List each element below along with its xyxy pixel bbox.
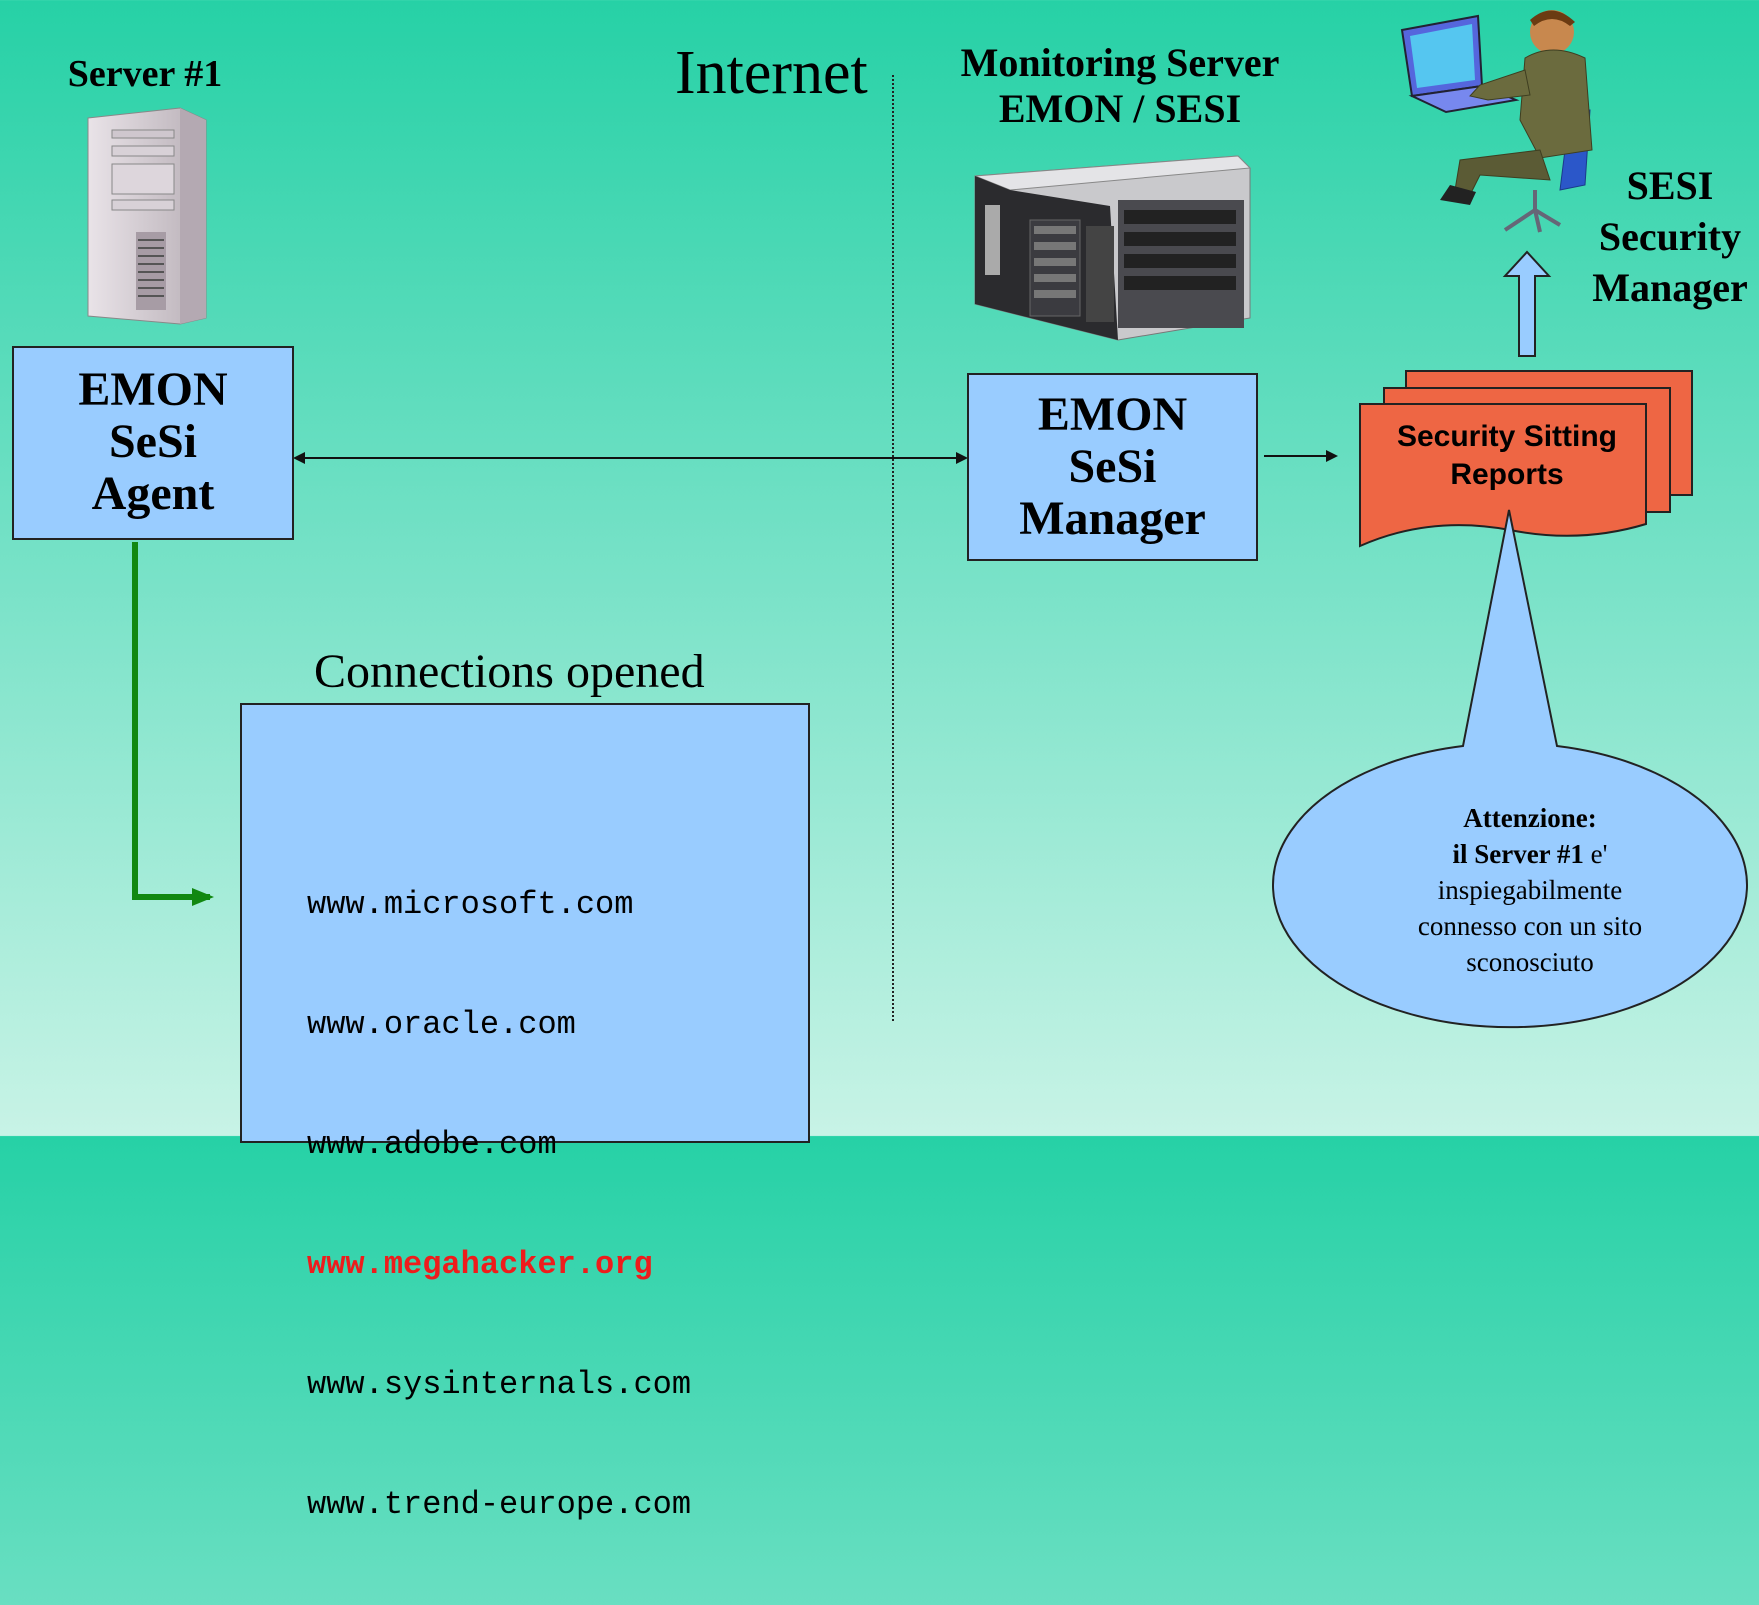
connection-item: www.microsoft.com	[307, 886, 634, 923]
connection-item: www.oracle.com	[307, 1006, 576, 1043]
manager-line1: EMON	[1037, 388, 1188, 441]
tower-server-icon	[87, 107, 207, 325]
person-at-laptop-icon	[1400, 10, 1593, 233]
connections-title: Connections opened	[314, 645, 705, 698]
connections-box: www.microsoft.com www.oracle.com www.ado…	[240, 703, 810, 1523]
alert-line4: connesso con un sito	[1417, 911, 1643, 941]
alert-text: Attenzione: il Server #1 e' inspiegabilm…	[1330, 800, 1730, 980]
agent-line2: SeSi	[108, 415, 198, 468]
connection-item: www.sysinternals.com	[307, 1366, 692, 1403]
security-manager-line2: Security	[1598, 214, 1742, 259]
connections-list: www.microsoft.com www.oracle.com www.ado…	[307, 805, 691, 1605]
alert-line3: inspiegabilmente	[1437, 875, 1623, 905]
server1-title: Server #1	[67, 53, 223, 95]
security-manager-line1: SESI	[1626, 163, 1714, 208]
connection-item-suspicious: www.megahacker.org	[307, 1246, 653, 1283]
alert-bubble	[1272, 509, 1748, 1029]
reports-stack	[1359, 370, 1693, 548]
monitoring-server-title: Monitoring Server EMON / SESI	[920, 40, 1320, 132]
agent-connections-arrow	[132, 542, 214, 906]
security-manager-line3: Manager	[1592, 265, 1748, 310]
monitoring-title-line2: EMON / SESI	[998, 86, 1242, 131]
reports-line1: Security Sitting	[1396, 420, 1618, 453]
agent-line3: Agent	[91, 467, 215, 520]
manager-box: EMON SeSi Manager	[967, 373, 1258, 561]
alert-line2-rest: e'	[1583, 839, 1608, 869]
agent-box: EMON SeSi Agent	[12, 346, 294, 540]
alert-line1: Attenzione:	[1463, 803, 1597, 833]
manager-line2: SeSi	[1068, 440, 1157, 493]
monitoring-title-line1: Monitoring Server	[960, 40, 1280, 85]
alert-line5: sconosciuto	[1466, 947, 1594, 977]
connection-item: www.adobe.com	[307, 1126, 557, 1163]
manager-line3: Manager	[1019, 492, 1206, 545]
agent-line1: EMON	[78, 363, 228, 416]
alert-line2-bold: il Server #1	[1452, 839, 1584, 869]
connection-item: www.trend-europe.com	[307, 1486, 692, 1523]
internet-label: Internet	[675, 39, 868, 107]
up-arrow	[1502, 250, 1552, 357]
rack-server-icon	[974, 155, 1252, 341]
reports-line2: Reports	[1450, 458, 1564, 491]
security-manager-label: SESI Security Manager	[1580, 160, 1759, 313]
reports-label: Security Sitting Reports	[1362, 418, 1652, 494]
alert-line2: il Server #1 e'	[1330, 836, 1730, 872]
diagram-graphics	[87, 10, 1748, 1029]
